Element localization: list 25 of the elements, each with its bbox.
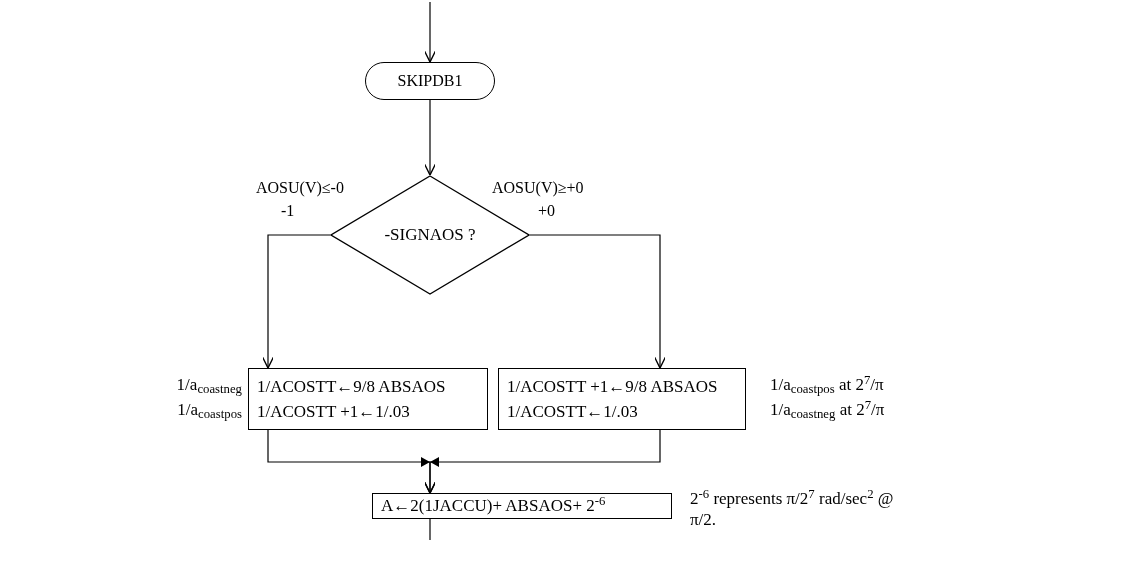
process-box [372,493,672,519]
process-box [248,368,488,430]
arrow [423,429,661,494]
node-text: A←2(1JACCU)+ ABSAOS+ 2$^{-6}$ [381,495,606,517]
node-text: 1/ACOSTT +1←1/.03 [257,401,410,423]
condition-label: AOSU(V)≥+0 [492,179,584,196]
annotation-text: 2$^{-6}$ represents π/2$^{7}$ rad/sec$^{2}$ @ π/2. [690,488,895,531]
node-text: -SIGNAOS ? [384,224,476,246]
terminal-box [365,62,495,100]
arrow [423,99,437,176]
condition-label: AOSU(V)≤-0 [256,179,344,196]
annotation-text: 1/a$_{coastneg}$ at 2$^{7}$/π [770,399,885,421]
annotation-text: 1/a$_{coastpos}$ [177,399,242,421]
arrow [261,234,331,369]
arrow [529,234,667,369]
node-text: 1/ACOSTT +1←9/8 ABSAOS [507,375,718,397]
node-text: SKIPDB1 [397,71,463,91]
node-text: 1/ACOSTT←9/8 ABSAOS [257,375,446,397]
annotation-text: 1/a$_{coastneg}$ [176,374,242,396]
arrow [423,1,437,63]
condition-label: -1 [281,202,295,219]
node-text: 1/ACOSTT←1/.03 [507,401,638,423]
process-box [498,368,746,430]
condition-label: +0 [538,202,556,219]
annotation-text: 1/a$_{coastpos}$ at 2$^{7}$/π [770,374,884,396]
